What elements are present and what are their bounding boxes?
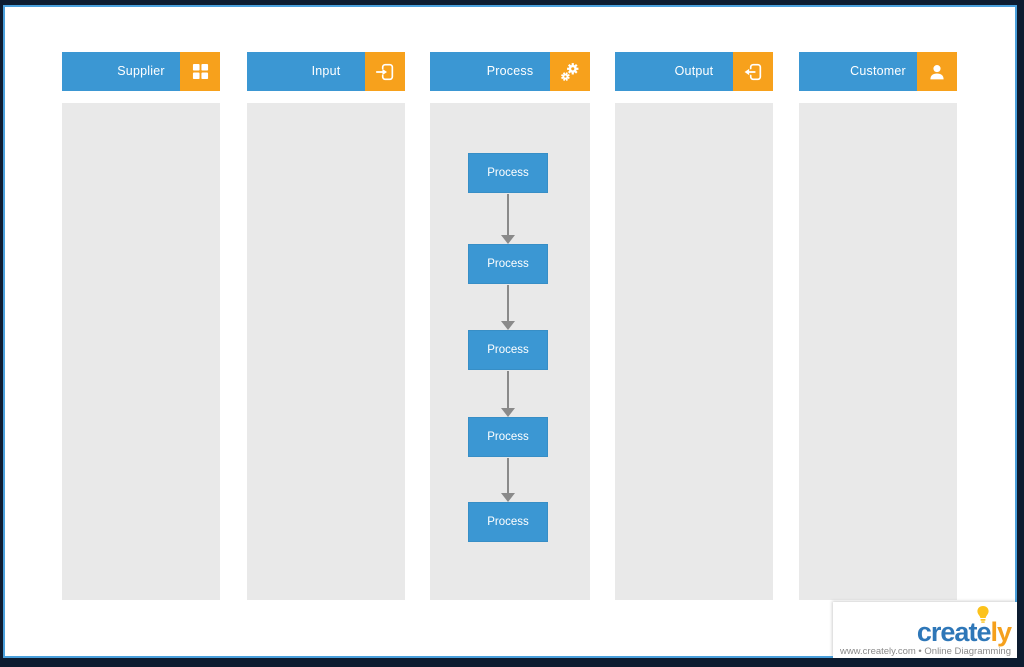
process-step-4-label: Process [487,431,529,443]
lane-label-output: Output [674,64,714,78]
lane-label-input: Input [311,64,341,78]
connector-arrow-3 [501,371,515,417]
process-step-1[interactable]: Process [468,153,548,193]
gears-icon [550,52,590,91]
process-step-3[interactable]: Process [468,330,548,370]
user-icon [917,52,957,91]
logo-text-secondary: ly [990,617,1012,647]
lane-body-output[interactable] [615,103,773,600]
process-step-5-label: Process [487,516,529,528]
sign-out-icon [733,52,773,91]
lane-customer: Customer [799,52,957,600]
lane-output: Output [615,52,773,600]
lightbulb-icon [976,605,990,630]
lane-label-supplier: Supplier [117,64,165,78]
lane-header-process[interactable]: Process [430,52,590,91]
arrowhead-down-icon [501,493,515,502]
arrowhead-down-icon [501,321,515,330]
process-step-5[interactable]: Process [468,502,548,542]
connector-arrow-1 [501,194,515,244]
lane-supplier: Supplier [62,52,220,600]
lane-body-input[interactable] [247,103,405,600]
connector-arrow-2 [501,285,515,330]
lane-header-customer[interactable]: Customer [799,52,957,91]
connector-arrow-4 [501,458,515,502]
process-step-2[interactable]: Process [468,244,548,284]
logo-wordmark: creately [916,617,1012,647]
lane-input: Input [247,52,405,600]
arrowhead-down-icon [501,408,515,417]
process-step-4[interactable]: Process [468,417,548,457]
process-step-1-label: Process [487,167,529,179]
sign-in-icon [365,52,405,91]
lane-label-process: Process [486,64,534,78]
lane-header-supplier[interactable]: Supplier [62,52,220,91]
process-step-2-label: Process [487,258,529,270]
creately-logo[interactable]: creately www.creately.com • Online Diagr… [833,602,1017,658]
lane-body-customer[interactable] [799,103,957,600]
arrowhead-down-icon [501,235,515,244]
logo-text-primary: create [916,617,992,647]
lane-label-customer: Customer [850,64,906,78]
lane-header-input[interactable]: Input [247,52,405,91]
lane-body-supplier[interactable] [62,103,220,600]
logo-tagline: www.creately.com • Online Diagramming [839,646,1011,657]
grid-icon [180,52,220,91]
lane-header-output[interactable]: Output [615,52,773,91]
process-step-3-label: Process [487,344,529,356]
